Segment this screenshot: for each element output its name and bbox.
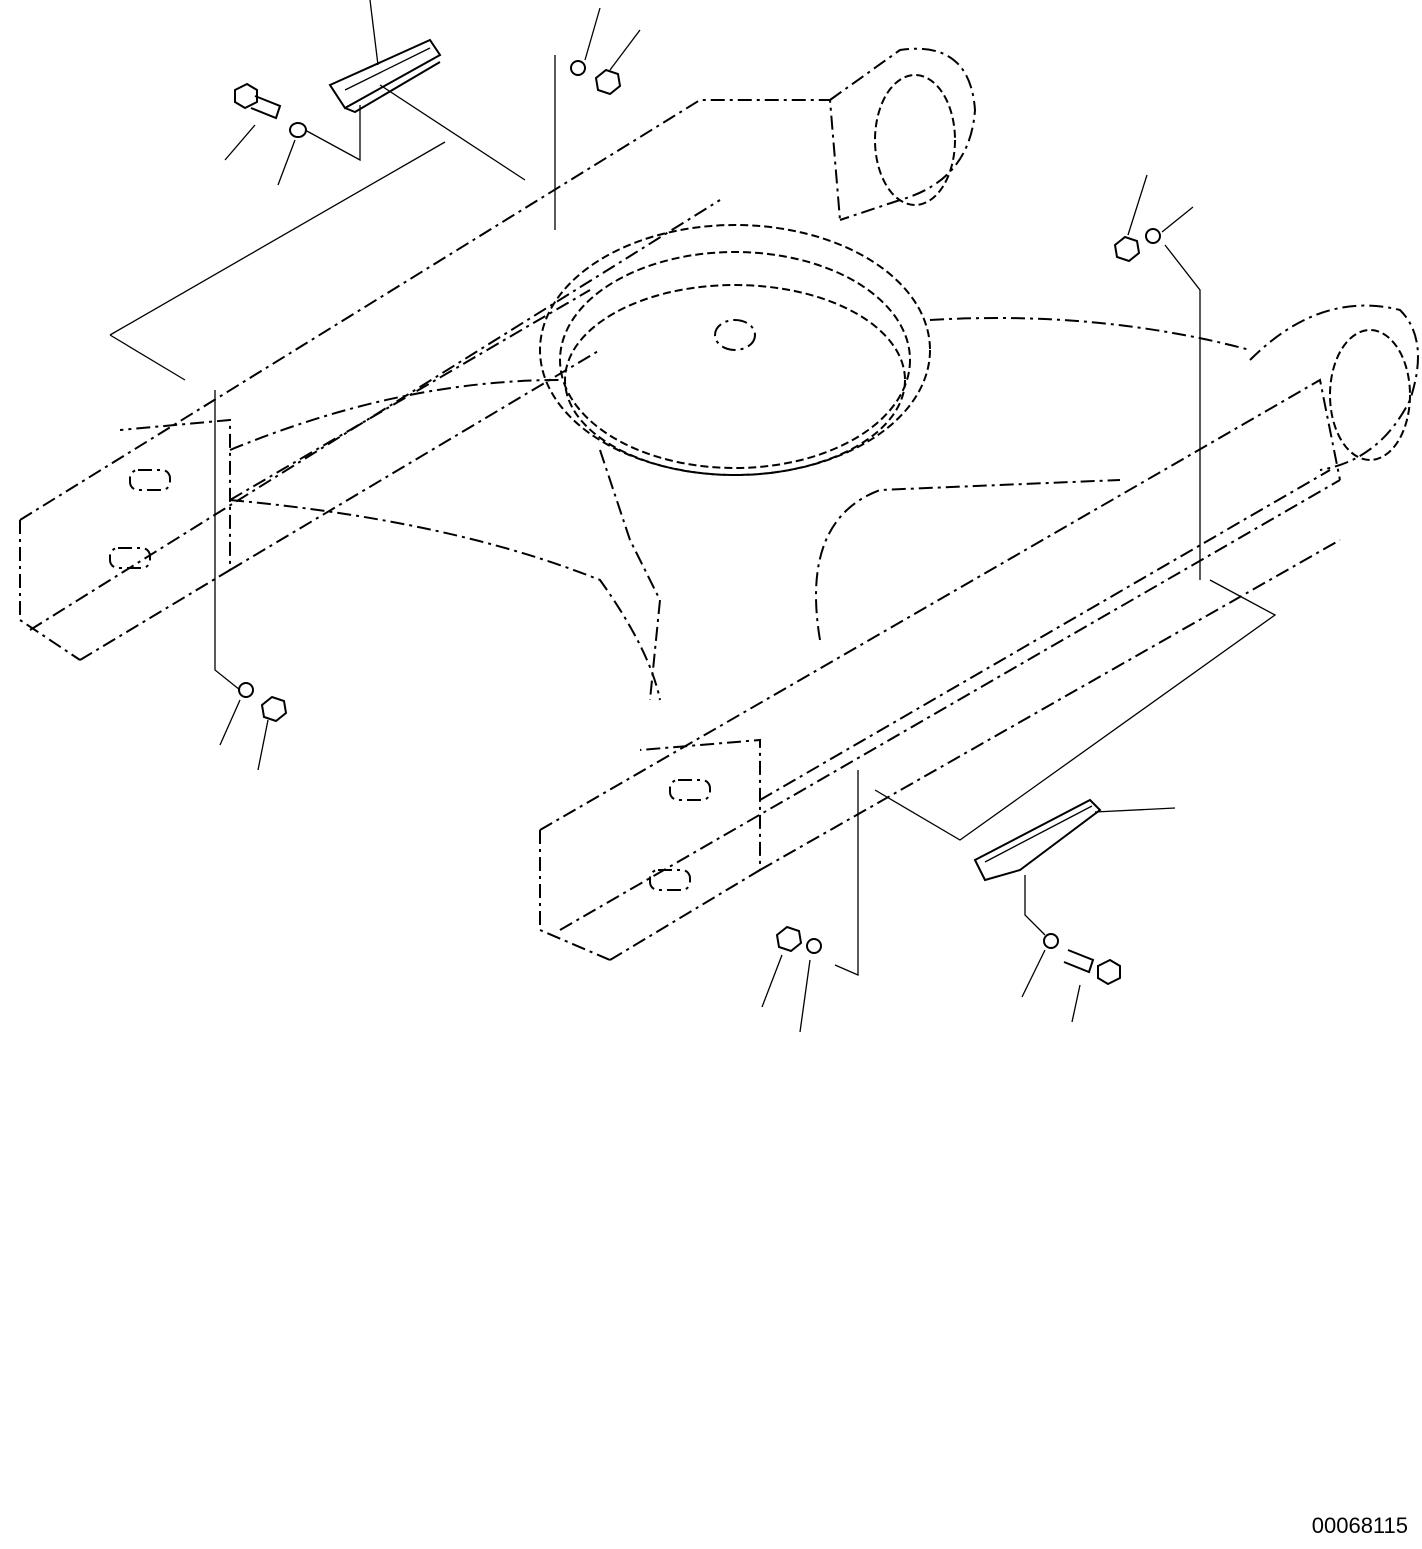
track-guard-lower (973, 798, 1102, 882)
left-track-frame (19, 99, 841, 661)
figure-id-label: 00068115 (1311, 1513, 1408, 1538)
center-frame (229, 224, 1251, 701)
right-track-frame (539, 378, 1341, 961)
sprocket-housings (829, 47, 1419, 471)
leader-lines (109, 0, 1277, 1033)
track-guard-upper (328, 38, 442, 114)
fasteners (234, 60, 1161, 986)
